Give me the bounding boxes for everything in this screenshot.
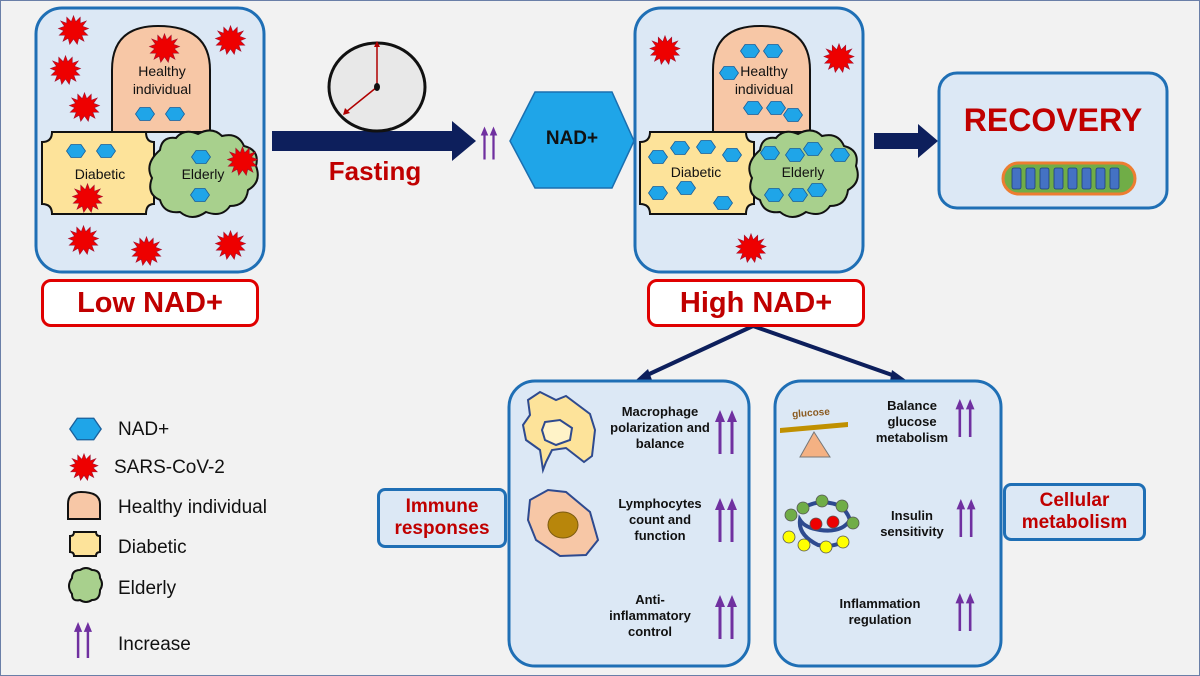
legend-label-diabetic: Diabetic xyxy=(118,537,187,558)
metabolism-item-inflammation: Inflammation regulation xyxy=(839,596,921,627)
nad-molecule-icon xyxy=(807,183,827,197)
metabolism-panel xyxy=(773,379,1003,668)
nad-molecule-icon xyxy=(743,101,763,115)
nad-molecule-icon xyxy=(648,150,668,164)
fasting-arrow xyxy=(272,121,476,161)
nad-molecule-icon xyxy=(783,108,803,122)
recovery-arrow xyxy=(874,124,938,158)
nad-molecule-icon xyxy=(766,101,786,115)
legend-label-virus: SARS-CoV-2 xyxy=(114,457,225,478)
macrophage-icon xyxy=(521,390,597,474)
immune-item-macrophage: Macrophage polarization and balance xyxy=(610,404,710,451)
fasting-label: Fasting xyxy=(328,156,422,186)
legend-icons xyxy=(67,417,103,658)
diabetic-shape-icon xyxy=(69,531,101,557)
nad-hexagon xyxy=(509,91,635,189)
recovery-label: RECOVERY xyxy=(963,102,1143,138)
high-healthy-label: Healthy individual xyxy=(734,63,794,97)
nad-molecule-icon xyxy=(763,44,783,58)
legend-label-healthy: Healthy individual xyxy=(118,497,267,518)
nad-molecule-icon xyxy=(785,148,805,162)
nad-molecule-icon xyxy=(764,188,784,202)
metabolism-item-glucose: Balance glucose metabolism xyxy=(875,398,949,445)
insulin-chain-icon xyxy=(782,494,860,554)
nad-molecule-icon xyxy=(696,140,716,154)
nad-molecule-icon xyxy=(722,148,742,162)
lymphocyte-icon xyxy=(526,488,600,558)
glucose-balance-icon xyxy=(780,422,848,458)
nad-hexagon-icon xyxy=(69,417,102,441)
low-nad-panel xyxy=(34,6,266,274)
nad-molecule-icon xyxy=(191,150,211,164)
nad-molecule-icon xyxy=(676,181,696,195)
branch-arrows xyxy=(636,324,906,381)
nad-molecule-icon xyxy=(165,107,185,121)
nad-molecule-icon xyxy=(713,196,733,210)
nad-molecule-icon xyxy=(135,107,155,121)
nad-molecule-icon xyxy=(190,188,210,202)
nad-molecule-icon xyxy=(830,148,850,162)
metabolism-category-tag: Cellular metabolism xyxy=(1003,483,1146,541)
increase-arrows-icon xyxy=(480,126,498,160)
metabolism-item-insulin: Insulin sensitivity xyxy=(880,508,944,539)
nad-molecule-icon xyxy=(788,188,808,202)
healthy-shape-icon xyxy=(67,490,101,520)
immune-item-lymphocytes: Lymphocytes count and function xyxy=(618,496,702,543)
elderly-shape-icon xyxy=(68,567,103,603)
legend-label-elderly: Elderly xyxy=(118,578,177,599)
immune-panel xyxy=(507,379,751,668)
immune-item-anti-inflammatory: Anti-inflammatory control xyxy=(609,592,691,639)
nad-molecule-icon xyxy=(66,144,86,158)
legend-label-nad: NAD+ xyxy=(118,419,170,440)
nad-molecule-icon xyxy=(803,142,823,156)
nad-molecule-icon xyxy=(96,144,116,158)
high-elderly-label: Elderly xyxy=(781,164,825,180)
low-healthy-label: Healthy individual xyxy=(132,63,192,97)
clock-icon xyxy=(327,41,427,133)
immune-category-tag: Immune responses xyxy=(377,488,507,548)
low-elderly-label: Elderly xyxy=(181,166,225,182)
low-nad-tag: Low NAD+ xyxy=(41,279,259,327)
nad-hexagon-label: NAD+ xyxy=(545,128,599,149)
nad-molecule-icon xyxy=(648,186,668,200)
high-diabetic-label: Diabetic xyxy=(670,164,722,180)
increase-arrows-icon xyxy=(74,622,92,658)
healthy-shape xyxy=(111,24,211,133)
legend-label-increase: Increase xyxy=(118,634,191,655)
nad-molecule-icon xyxy=(760,146,780,160)
high-nad-panel xyxy=(633,6,865,274)
nad-molecule-icon xyxy=(670,141,690,155)
mitochondrion-icon xyxy=(1001,161,1137,196)
virus-icon xyxy=(69,453,99,481)
high-nad-tag: High NAD+ xyxy=(647,279,865,327)
low-diabetic-label: Diabetic xyxy=(74,166,126,182)
nad-molecule-icon xyxy=(740,44,760,58)
